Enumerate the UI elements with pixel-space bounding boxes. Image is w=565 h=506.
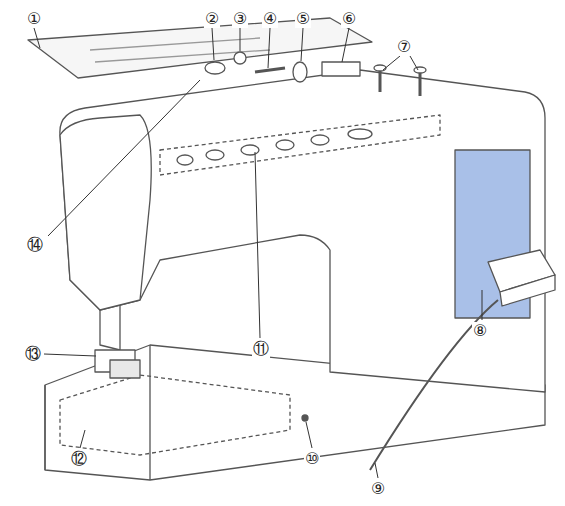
callout-number: ⑭ [26, 236, 44, 254]
leader-line [240, 28, 241, 51]
callout-number: ① [26, 10, 42, 28]
callout-number: ⑫ [70, 450, 88, 468]
foot-controller-side [500, 275, 555, 306]
button [206, 150, 224, 160]
leader-line [482, 290, 483, 320]
pin-top [374, 65, 386, 71]
needle-bar [100, 305, 120, 350]
callout-number: ⑤ [295, 10, 311, 28]
callout-number: ⑪ [252, 340, 270, 358]
callout-number: ⑬ [24, 345, 42, 363]
callout-number: ⑦ [396, 38, 412, 56]
accessory-table [60, 375, 290, 455]
machine-arm [60, 70, 545, 392]
callout-number: ③ [232, 10, 248, 28]
bed-edge [45, 345, 150, 480]
button [177, 155, 193, 165]
leader-line [34, 28, 40, 48]
auxiliary-spool-pin [380, 70, 420, 96]
button [276, 140, 294, 150]
leader-line [268, 28, 270, 68]
leader-line [44, 354, 96, 356]
callout-number: ② [204, 10, 220, 28]
handle [322, 62, 360, 76]
controller-cord [370, 300, 498, 470]
leader-line [80, 430, 85, 448]
pin-top [414, 67, 426, 73]
jack [302, 415, 308, 421]
leader-line [342, 28, 349, 62]
leader-line [48, 80, 200, 236]
leader-line [212, 28, 214, 60]
spool-pin [255, 68, 285, 72]
leader-line [255, 152, 260, 338]
callout-number: ⑥ [341, 10, 357, 28]
callout-number: ⑧ [472, 322, 488, 340]
bobbin-winder [205, 62, 225, 74]
leader-line [375, 463, 378, 478]
leader-line [306, 422, 312, 448]
leader-line [383, 56, 418, 70]
callout-number: ⑨ [370, 480, 386, 498]
callout-number: ④ [262, 10, 278, 28]
operation-buttons-area [160, 115, 440, 175]
needle-plate [110, 360, 140, 378]
thread-guide [234, 52, 246, 64]
spool-cap [293, 62, 307, 82]
top-cover [28, 18, 372, 78]
button [241, 145, 259, 155]
speed-slider [348, 129, 372, 139]
leader-line [301, 28, 303, 61]
button [311, 135, 329, 145]
callout-number: ⑩ [304, 450, 320, 468]
